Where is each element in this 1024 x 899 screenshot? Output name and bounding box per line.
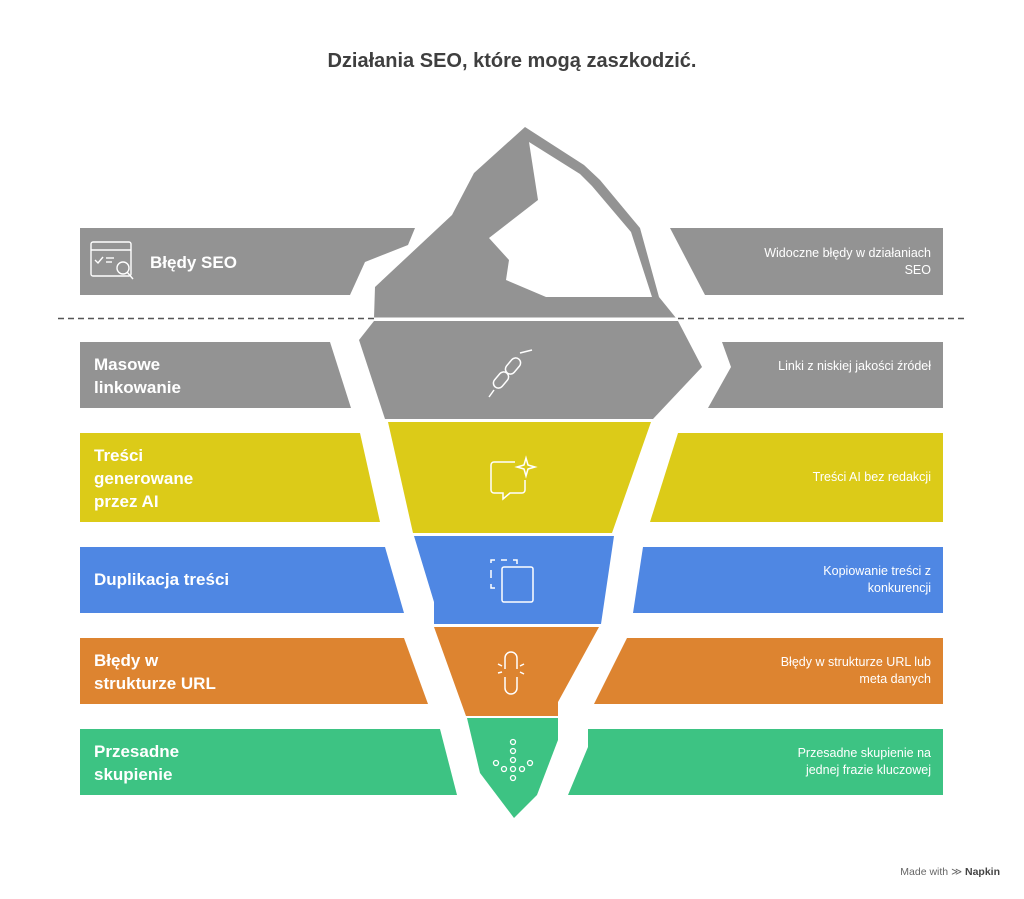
made-with-napkin-badge[interactable]: Made with ≫ Napkin <box>900 866 1000 878</box>
row-bar-right-0 <box>670 228 943 295</box>
row-label-2: Treści generowane przez AI <box>94 446 194 511</box>
page-title: Działania SEO, które mogą zaszkodzić. <box>327 50 697 72</box>
row-bar-left-2 <box>80 433 380 522</box>
row-bar-left-4 <box>80 638 428 704</box>
row-bar-left-3 <box>80 547 404 613</box>
row-bar-left-0 <box>80 228 415 295</box>
iceberg-section-5 <box>467 718 558 818</box>
napkin-brand: Napkin <box>964 866 1000 878</box>
row-label-3: Duplikacja treści <box>94 570 230 589</box>
row-bar-left-5 <box>80 729 457 795</box>
row-label-0: Błędy SEO <box>150 253 237 272</box>
made-with-text: Made with <box>900 866 949 878</box>
row-label-5: Przesadne skupienie <box>94 742 180 784</box>
row-bar-left-1 <box>80 342 351 408</box>
row-description-5: Przesadne skupienie na jednej frazie klu… <box>797 746 931 777</box>
chain-link-icon <box>488 349 533 398</box>
focus-dots-icon <box>492 738 534 782</box>
ai-chat-sparkle-icon <box>490 455 538 501</box>
row-description-0: Widoczne błędy w działaniach SEO <box>764 246 931 277</box>
row-label-4: Błędy w strukturze URL <box>94 651 216 693</box>
row-description-1: Linki z niskiej jakości źródeł <box>778 359 931 373</box>
row-bar-right-3 <box>633 547 943 613</box>
row-description-4: Błędy w strukturze URL lub meta danych <box>780 655 931 686</box>
iceberg-section-2 <box>388 422 651 533</box>
napkin-logo-icon: ≫ <box>951 866 963 878</box>
row-label-1: Masowe linkowanie <box>94 355 181 397</box>
row-bar-right-1 <box>708 342 943 408</box>
row-description-2: Treści AI bez redakcji <box>812 470 931 484</box>
broken-link-icon <box>497 651 525 695</box>
iceberg-section-1 <box>359 321 702 419</box>
iceberg-snow <box>489 142 652 297</box>
row-bar-right-4 <box>594 638 943 704</box>
iceberg-section-4 <box>434 627 599 716</box>
row-bar-right-2 <box>650 433 943 522</box>
duplicate-icon <box>490 559 534 603</box>
iceberg-section-3 <box>414 536 614 624</box>
row-bar-right-5 <box>568 729 943 795</box>
row-description-3: Kopiowanie treści z konkurencji <box>823 564 931 595</box>
seo-audit-icon <box>90 241 134 280</box>
